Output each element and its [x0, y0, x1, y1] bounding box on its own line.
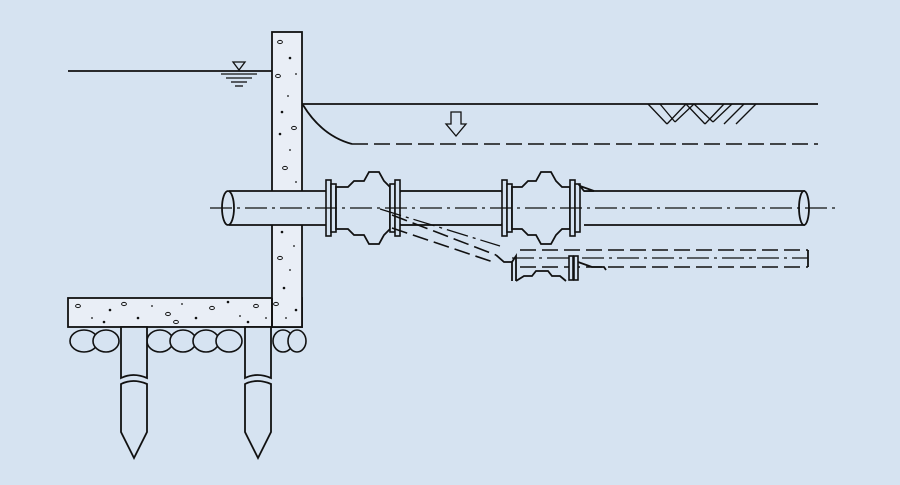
aggregate-particle — [288, 56, 292, 60]
aggregate-particle — [295, 73, 297, 75]
aggregate-particle — [282, 165, 288, 171]
aggregate-particle — [246, 320, 250, 324]
aggregate-particle — [136, 316, 140, 320]
down-arrow-icon — [444, 111, 468, 138]
aggregate-particle — [209, 305, 215, 311]
concrete-wall — [271, 31, 303, 328]
aggregate-particle — [295, 181, 297, 183]
water-level — [68, 61, 272, 87]
aggregate-particle — [91, 317, 93, 319]
ground-surface — [302, 103, 818, 125]
aggregate-particle — [280, 110, 284, 114]
aggregate-particle — [277, 255, 283, 261]
pile-left — [120, 326, 148, 461]
aggregate-particle — [278, 132, 282, 136]
aggregate-particle — [287, 95, 289, 97]
aggregate-particle — [289, 149, 291, 151]
aggregate-particle — [273, 301, 279, 307]
aggregate-particle — [151, 305, 153, 307]
aggregate-particle — [173, 319, 179, 325]
pile-right — [244, 326, 272, 461]
hatched-ground-icon — [647, 103, 757, 125]
aggregate-particle — [275, 73, 281, 79]
gravel-bed — [69, 329, 307, 353]
aggregate-particle — [121, 301, 127, 307]
water-level-icon — [221, 61, 257, 87]
aggregate-particle — [253, 303, 259, 309]
aggregate-particle — [291, 125, 297, 131]
aggregate-particle — [282, 286, 286, 290]
aggregate-particle — [265, 317, 267, 319]
aggregate-particle — [239, 315, 241, 317]
aggregate-particle — [226, 300, 230, 304]
concrete-aggregate — [75, 39, 298, 325]
aggregate-particle — [108, 308, 112, 312]
aggregate-particle — [102, 320, 106, 324]
aggregate-particle — [194, 316, 198, 320]
aggregate-particle — [289, 269, 291, 271]
aggregate-particle — [280, 230, 284, 234]
aggregate-particle — [75, 303, 81, 309]
aggregate-particle — [294, 308, 298, 312]
aggregate-particle — [165, 311, 171, 317]
aggregate-particle — [293, 245, 295, 247]
settled-ground-surface — [302, 104, 818, 145]
aggregate-particle — [285, 317, 287, 319]
aggregate-particle — [277, 39, 283, 45]
aggregate-particle — [181, 303, 183, 305]
deflected-pipeline — [379, 208, 809, 282]
